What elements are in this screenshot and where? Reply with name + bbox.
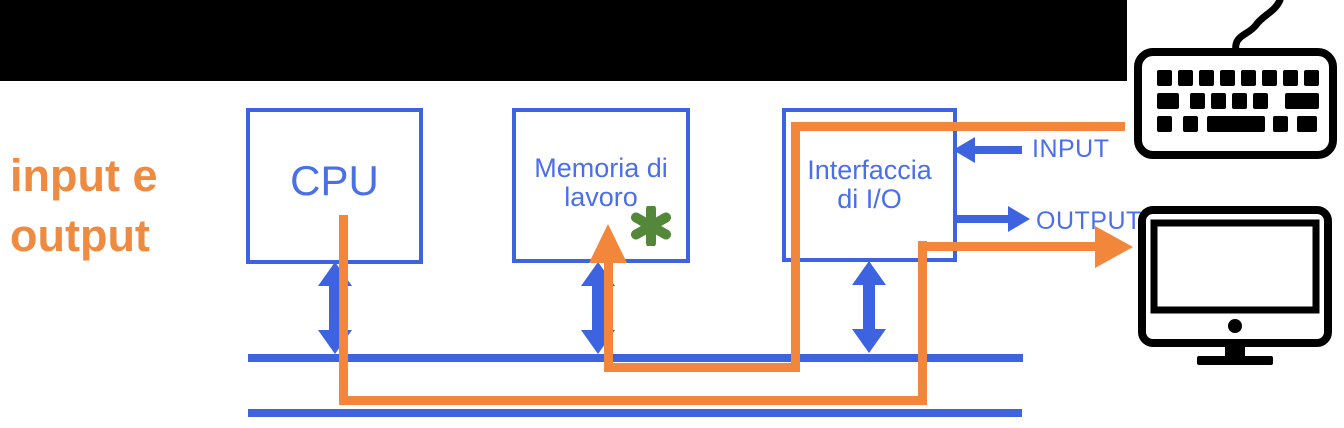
memory-label-line2: lavoro <box>564 181 638 212</box>
input-path-vertical-segment <box>791 122 800 372</box>
cpu-box: CPU <box>246 108 423 264</box>
bus-line-upper <box>248 354 1023 362</box>
diagram-title-line1: input e <box>10 150 158 201</box>
input-arrow-shaft <box>975 146 1022 154</box>
cpu-label: CPU <box>290 157 379 204</box>
input-arrow-icon <box>953 137 975 163</box>
memory-label-line1: Memoria di <box>534 152 668 183</box>
diagram-title: input e output <box>10 146 157 266</box>
monitor-icon <box>1138 206 1332 365</box>
io-interface-box: Interfaccia di I/O <box>782 108 957 262</box>
io-label-line2: di I/O <box>837 184 902 214</box>
diagram-title-line2: output <box>10 210 150 261</box>
output-path-cpu-segment <box>339 215 348 405</box>
top-black-bar <box>0 0 1127 81</box>
input-path-memory-shaft <box>604 256 613 372</box>
io-label-line1: Interfaccia <box>807 155 932 185</box>
input-path-bus-segment <box>604 363 800 372</box>
input-path-memory-arrowhead-icon <box>589 224 627 263</box>
output-path-monitor-arrowhead-icon <box>1095 226 1133 268</box>
input-label: INPUT <box>1032 135 1110 163</box>
output-arrow-shaft <box>957 215 1008 223</box>
io-bus-double-arrow-icon <box>852 261 886 353</box>
input-path-top-segment <box>791 122 1125 131</box>
keyboard-icon <box>1134 0 1337 159</box>
output-arrow-icon <box>1008 206 1030 232</box>
asterisk-icon <box>631 206 671 246</box>
output-path-bus-segment <box>339 396 927 405</box>
output-path-top-segment <box>918 242 1097 251</box>
output-path-vertical-segment <box>918 241 927 405</box>
bus-line-lower <box>248 409 1022 417</box>
